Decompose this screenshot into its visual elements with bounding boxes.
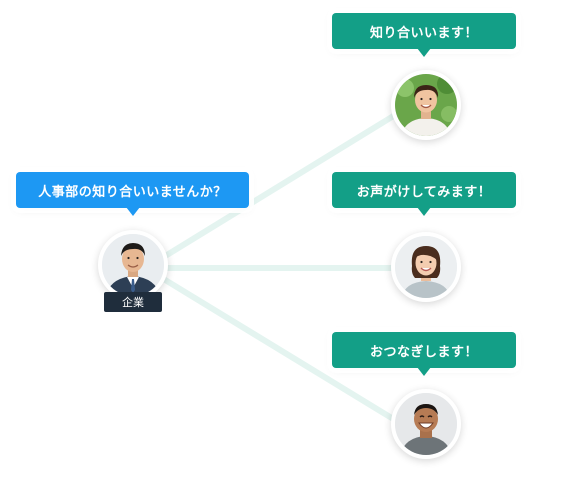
reply-bubble-2: お声がけしてみます！ — [332, 172, 516, 216]
laughing-man-icon — [395, 393, 457, 455]
contact-avatar-2 — [391, 232, 461, 302]
man-in-suit-icon — [102, 234, 164, 296]
reply-bubble-3-text: おつなぎします！ — [369, 344, 478, 360]
contact-avatar-1 — [391, 70, 461, 140]
company-tag: 企業 — [104, 292, 162, 312]
reply-bubble-3: おつなぎします！ — [332, 332, 516, 376]
requester-avatar — [98, 230, 168, 300]
reply-bubble-1-text: 知り合いいます！ — [369, 25, 478, 41]
connector-line-1 — [159, 112, 398, 261]
young-man-icon — [395, 74, 457, 136]
contact-avatar-3 — [391, 389, 461, 459]
request-bubble-text: 人事部の知り合いいませんか？ — [38, 184, 227, 200]
reply-bubble-1: 知り合いいます！ — [332, 13, 516, 57]
reply-bubble-2-text: お声がけしてみます！ — [356, 184, 492, 200]
woman-icon — [395, 236, 457, 298]
company-tag-label: 企業 — [122, 296, 144, 309]
connector-line-3 — [159, 275, 398, 423]
request-bubble: 人事部の知り合いいませんか？ — [16, 172, 249, 216]
